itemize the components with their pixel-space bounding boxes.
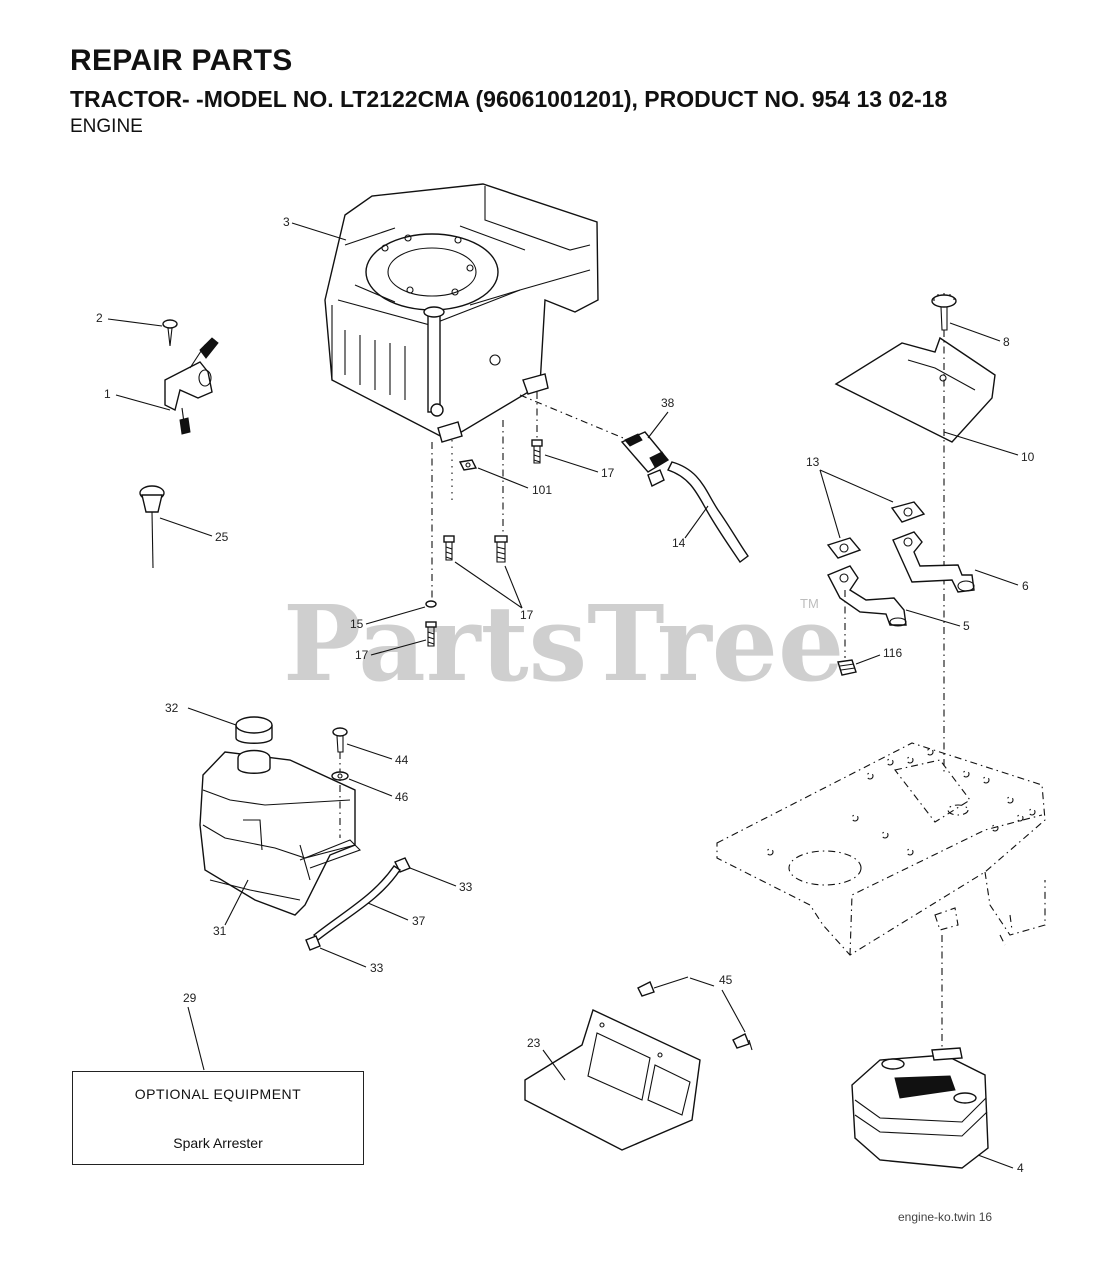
watermark: PartsTree: [283, 582, 844, 705]
callout-44: 44: [395, 753, 409, 767]
optional-equipment-box: OPTIONAL EQUIPMENT Spark Arrester: [72, 1071, 364, 1165]
callout-1: 1: [104, 387, 111, 401]
callout-14: 14: [672, 536, 686, 550]
callout-17a: 17: [601, 466, 615, 480]
callout-45: 45: [719, 973, 733, 987]
exhaust-pipe-part-6[interactable]: [892, 531, 975, 593]
fuel-filter-part-38[interactable]: [620, 431, 670, 487]
bolt-part-17c[interactable]: [425, 621, 437, 647]
page-title: REPAIR PARTS: [70, 44, 293, 77]
dipstick-part-25[interactable]: [139, 485, 165, 569]
optional-equipment-title: OPTIONAL EQUIPMENT: [134, 1086, 302, 1102]
fuel-cap-part-32[interactable]: [235, 716, 273, 744]
callout-46: 46: [395, 790, 409, 804]
callout-17c: 17: [355, 648, 369, 662]
diagram-code: engine-ko.twin 16: [898, 1210, 993, 1224]
screw-part-2[interactable]: [162, 319, 178, 347]
callout-15: 15: [350, 617, 364, 631]
shield-part-23[interactable]: [524, 1009, 701, 1151]
callout-116: 116: [883, 646, 902, 660]
callout-3: 3: [283, 215, 290, 229]
muffler-part-4[interactable]: [851, 1047, 989, 1169]
fuel-hose-part-37[interactable]: [313, 865, 401, 941]
callout-6: 6: [1022, 579, 1029, 593]
callout-5: 5: [963, 619, 970, 633]
screw-part-8[interactable]: [931, 293, 957, 331]
callout-10: 10: [1021, 450, 1035, 464]
gasket-part-13-left[interactable]: [826, 537, 862, 559]
callout-17b: 17: [520, 608, 534, 622]
heat-shield-part-10[interactable]: [834, 336, 996, 443]
callout-32: 32: [165, 701, 179, 715]
clamp-part-33-lower[interactable]: [305, 935, 321, 951]
gasket-part-13-right[interactable]: [890, 501, 926, 523]
fuel-tank-part-31[interactable]: [199, 749, 362, 916]
screw-part-44[interactable]: [332, 727, 348, 753]
section-title: ENGINE: [70, 116, 143, 137]
throttle-control-part-1[interactable]: [164, 337, 219, 435]
callout-38: 38: [661, 396, 675, 410]
callout-37: 37: [412, 914, 426, 928]
callout-101: 101: [532, 483, 552, 497]
bolt-part-17b-right[interactable]: [494, 535, 508, 563]
callout-33b: 33: [370, 961, 384, 975]
bolt-part-17a[interactable]: [531, 439, 543, 464]
optional-equipment-item: Spark Arrester: [173, 1135, 263, 1151]
fuel-line-part-14[interactable]: [667, 461, 749, 564]
nut-part-101[interactable]: [458, 459, 478, 471]
callout-29: 29: [183, 991, 197, 1005]
engine-part-3[interactable]: [324, 183, 599, 443]
tractor-frame: [716, 742, 1046, 956]
callout-25: 25: [215, 530, 229, 544]
washer-part-46[interactable]: [331, 771, 349, 781]
bolt-part-45-lower[interactable]: [732, 1033, 753, 1051]
callout-8: 8: [1003, 335, 1010, 349]
nut-part-116[interactable]: [837, 659, 857, 676]
bolt-part-17b-left[interactable]: [443, 535, 455, 561]
washer-part-15[interactable]: [425, 600, 437, 608]
callout-4: 4: [1017, 1161, 1024, 1175]
watermark-tm: TM: [800, 596, 819, 611]
exhaust-pipe-part-5[interactable]: [827, 565, 907, 627]
callout-23: 23: [527, 1036, 541, 1050]
model-line: TRACTOR- -MODEL NO. LT2122CMA (960610012…: [70, 86, 948, 112]
callout-31: 31: [213, 924, 227, 938]
bolt-part-45-upper[interactable]: [637, 976, 689, 997]
callout-2: 2: [96, 311, 103, 325]
callout-33a: 33: [459, 880, 473, 894]
callout-13: 13: [806, 455, 820, 469]
